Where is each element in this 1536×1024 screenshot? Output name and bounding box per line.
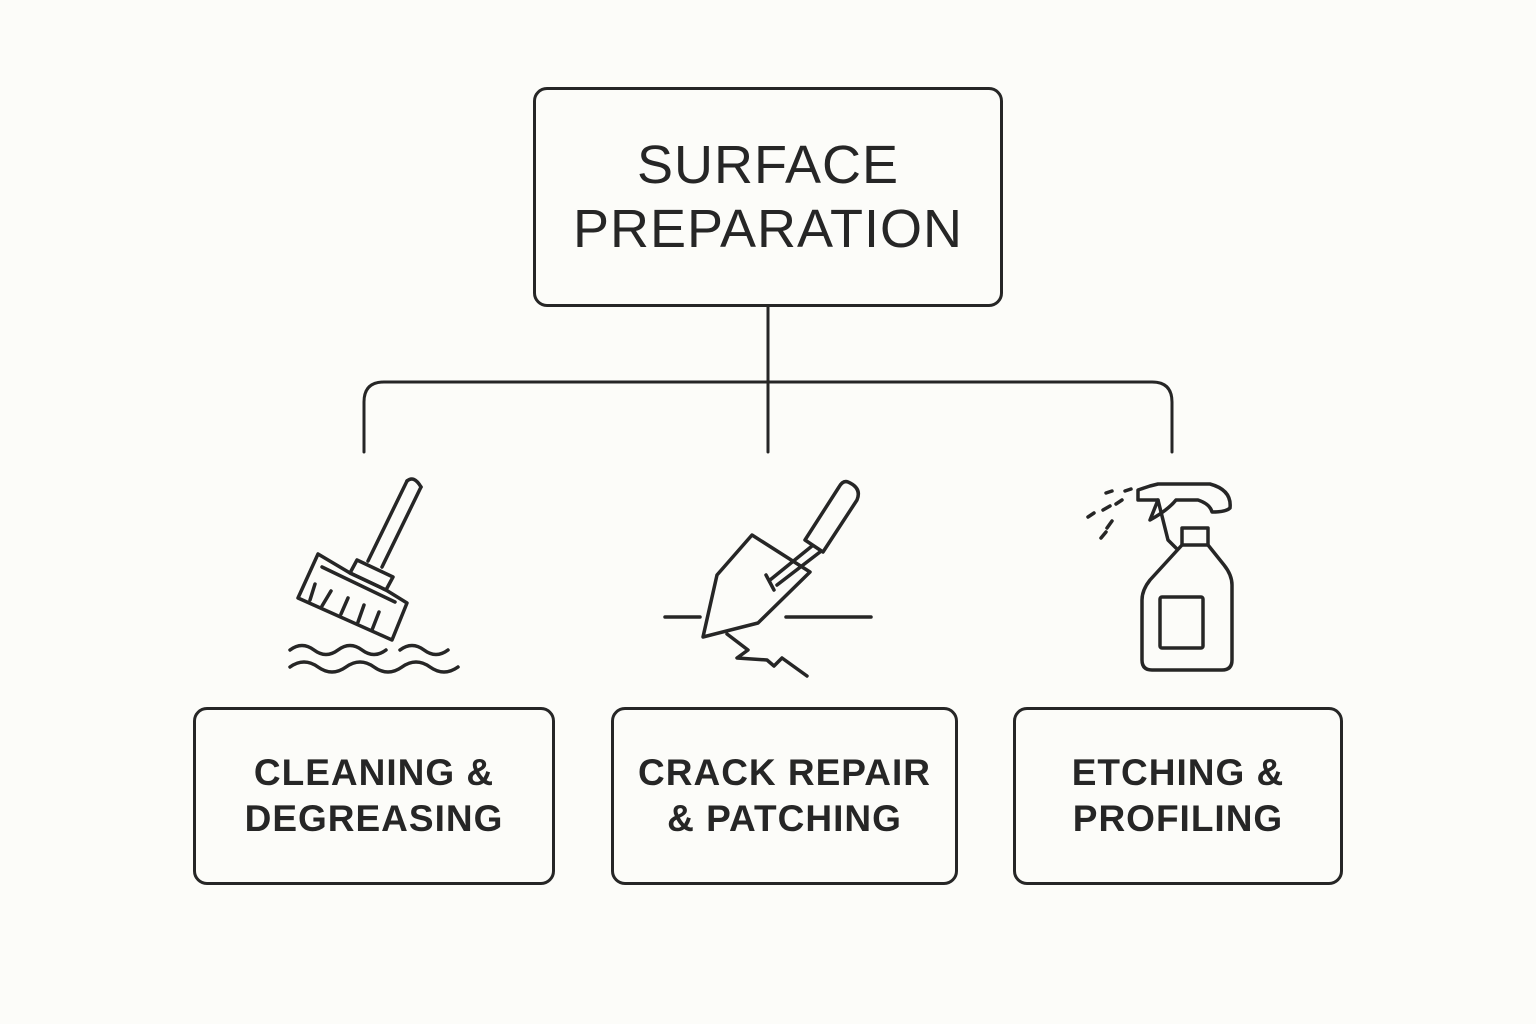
root-node: SURFACE PREPARATION bbox=[533, 87, 1003, 307]
root-title-line-2: PREPARATION bbox=[572, 199, 964, 259]
root-title-line-1: SURFACE bbox=[636, 135, 900, 195]
broom-icon bbox=[288, 477, 460, 674]
node-label-line-1: CRACK REPAIR bbox=[638, 752, 931, 793]
node-label-line-1: ETCHING & bbox=[1071, 752, 1285, 793]
node-label-line-1: CLEANING & bbox=[253, 752, 495, 793]
spray-bottle-icon bbox=[1086, 482, 1234, 672]
cleaning-degreasing-node: CLEANING & DEGREASING bbox=[193, 707, 555, 885]
node-label-line-2: DEGREASING bbox=[244, 798, 504, 839]
trowel-icon bbox=[663, 479, 873, 678]
node-label-line-2: PROFILING bbox=[1072, 798, 1284, 839]
node-label-line-2: & PATCHING bbox=[667, 798, 902, 839]
crack-repair-patching-node: CRACK REPAIR & PATCHING bbox=[611, 707, 958, 885]
etching-profiling-node: ETCHING & PROFILING bbox=[1013, 707, 1343, 885]
